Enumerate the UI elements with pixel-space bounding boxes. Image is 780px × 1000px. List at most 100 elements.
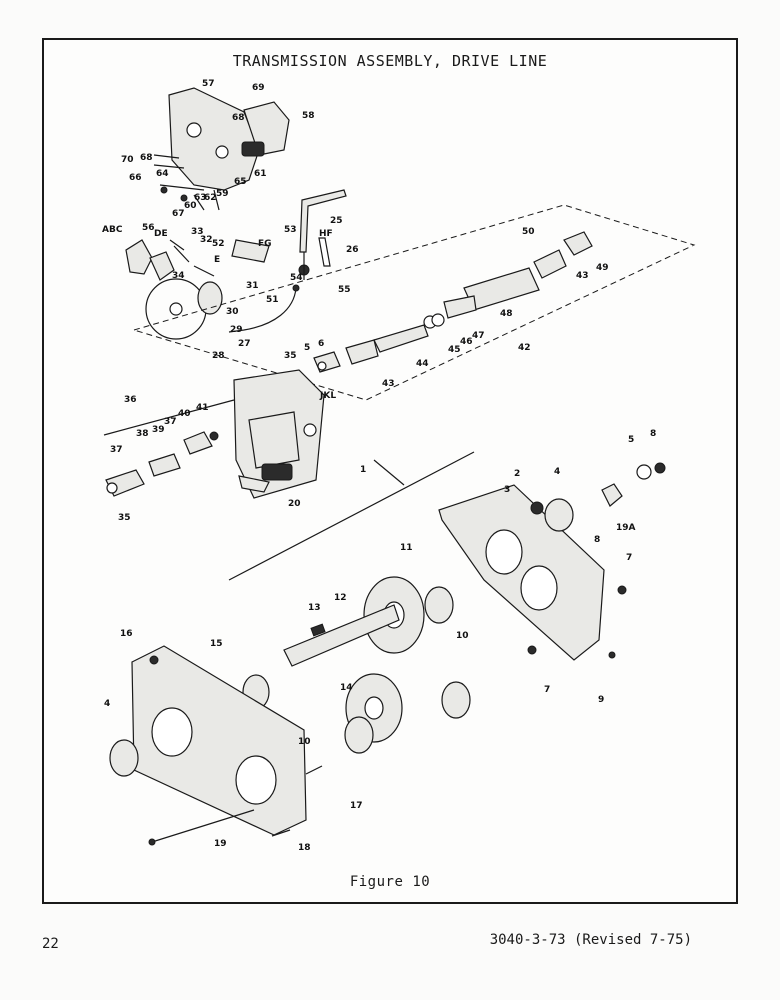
callout: 61 — [254, 169, 267, 179]
callout: 37 — [110, 445, 123, 455]
callout: 50 — [522, 227, 535, 237]
callout: 14 — [340, 683, 353, 693]
callout: 60 — [184, 201, 197, 211]
callout: 28 — [212, 351, 225, 361]
callout: 30 — [226, 307, 239, 317]
callout: 67 — [172, 209, 185, 219]
callout: 13 — [308, 603, 321, 613]
callout: 7 — [626, 553, 632, 563]
assembly-divider — [228, 451, 475, 581]
callout: 10 — [298, 737, 311, 747]
callout: 43 — [382, 379, 395, 389]
callout: 37 — [164, 417, 177, 427]
figure-title: TRANSMISSION ASSEMBLY, DRIVE LINE — [232, 52, 548, 70]
callout: 42 — [518, 343, 531, 353]
drive-line-boundary — [132, 204, 696, 401]
callout: 35 — [118, 513, 131, 523]
callout: 63 — [194, 193, 207, 203]
callout: 25 — [330, 216, 343, 226]
callout: 62 — [204, 193, 217, 203]
callout: 69 — [252, 83, 265, 93]
callout: 12 — [334, 593, 347, 603]
callout: 3 — [504, 485, 510, 495]
transmission-housing-group — [233, 369, 325, 499]
callout: 48 — [500, 309, 513, 319]
callout: 1 — [360, 465, 366, 475]
callout: 47 — [472, 331, 485, 341]
callout: 11 — [400, 543, 413, 553]
callout: 68 — [140, 153, 153, 163]
callout: 32 — [200, 235, 213, 245]
callout: 70 — [121, 155, 134, 165]
callout: 35 — [284, 351, 297, 361]
callout: 34 — [172, 271, 185, 281]
callout: 7 — [544, 685, 550, 695]
callout: 49 — [596, 263, 609, 273]
callout: 38 — [136, 429, 149, 439]
callout: 19 — [214, 839, 227, 849]
callout: 57 — [202, 79, 215, 89]
callout: 40 — [178, 409, 191, 419]
callout: 54 — [290, 273, 303, 283]
left-case-half — [109, 645, 323, 846]
callout: 16 — [120, 629, 133, 639]
callout: 5 — [628, 435, 634, 445]
callout: 8 — [594, 535, 600, 545]
callout: 45 — [448, 345, 461, 355]
callout: 10 — [456, 631, 469, 641]
callout: 29 — [230, 325, 243, 335]
callout: 55 — [338, 285, 351, 295]
exploded-view-drawing: 57 69 58 68 70 68 64 61 65 66 60 63 62 5… — [102, 79, 696, 853]
callout: 52 — [212, 239, 225, 249]
callout: 65 — [234, 177, 247, 187]
callout: 33 — [191, 227, 204, 237]
callout-labels: 57 69 58 68 70 68 64 61 65 66 60 63 62 5… — [102, 79, 656, 853]
leader-line — [373, 459, 405, 486]
callout: 56 — [142, 223, 155, 233]
callout: 17 — [350, 801, 363, 811]
callout: 8 — [650, 429, 656, 439]
figure-frame: TRANSMISSION ASSEMBLY, DRIVE LINE — [42, 38, 738, 904]
callout: 20 — [288, 499, 301, 509]
callout: 68 — [232, 113, 245, 123]
gear-train — [242, 576, 471, 754]
shift-housing-group — [153, 87, 290, 211]
drive-shaft-group — [313, 231, 593, 373]
callout: 15 — [210, 639, 223, 649]
callout: ABC — [102, 225, 123, 235]
callout: HF — [319, 229, 333, 239]
callout: 59 — [216, 189, 229, 199]
callout: 26 — [346, 245, 359, 255]
callout: FG — [258, 239, 272, 249]
callout: 27 — [238, 339, 251, 349]
page-number: 22 — [42, 936, 59, 952]
callout: 4 — [554, 467, 560, 477]
callout: JKL — [319, 391, 336, 401]
callout: 43 — [576, 271, 589, 281]
callout: 41 — [196, 403, 209, 413]
callout: 5 — [304, 343, 310, 353]
callout: 64 — [156, 169, 169, 179]
callout: 19A — [616, 523, 636, 533]
callout: DE — [154, 229, 168, 239]
ujoint-group — [103, 399, 235, 497]
shift-lever — [298, 189, 347, 280]
callout: 6 — [318, 339, 324, 349]
callout: 53 — [284, 225, 297, 235]
callout: 36 — [124, 395, 137, 405]
callout: 66 — [129, 173, 142, 183]
callout: 4 — [104, 699, 110, 709]
right-case-half — [438, 462, 666, 661]
callout: 18 — [298, 843, 311, 853]
callout: 31 — [246, 281, 259, 291]
callout: 46 — [460, 337, 473, 347]
callout: 58 — [302, 111, 315, 121]
callout: E — [214, 255, 220, 265]
figure-caption: Figure 10 — [349, 874, 431, 890]
callout: 44 — [416, 359, 429, 369]
callout: 9 — [598, 695, 604, 705]
callout: 2 — [514, 469, 520, 479]
document-number: 3040-3-73 (Revised 7-75) — [489, 932, 692, 948]
callout: 51 — [266, 295, 279, 305]
callout: 39 — [152, 425, 165, 435]
